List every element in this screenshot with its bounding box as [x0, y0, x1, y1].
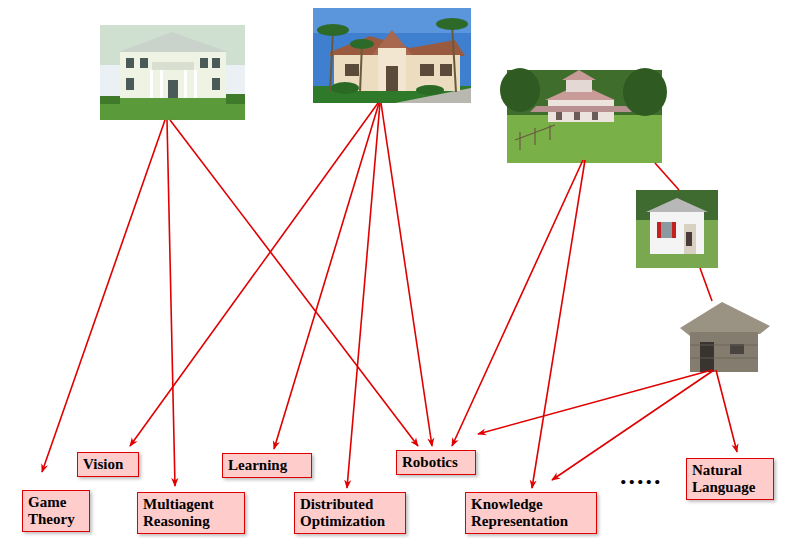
topic-label: Vision	[83, 456, 133, 473]
topic-box: Robotics	[396, 450, 476, 475]
topic-box: Game Theory	[22, 490, 90, 532]
topic-box: Learning	[222, 453, 312, 478]
connector-line	[655, 163, 712, 301]
arrow	[42, 103, 737, 488]
topic-label: Distributed Optimization	[300, 496, 400, 530]
ellipsis-mark: .....	[620, 466, 663, 486]
house-photo	[100, 25, 245, 120]
topic-box: Natural Language	[686, 458, 774, 500]
topic-label: Learning	[228, 457, 306, 474]
house-photo	[680, 302, 770, 372]
topic-box: Vision	[77, 452, 139, 477]
topic-box: Multiagent Reasoning	[137, 492, 245, 534]
topic-box: Knowledge Representation	[465, 492, 597, 534]
house-photo	[500, 68, 667, 163]
topic-label: Natural Language	[692, 462, 768, 496]
topic-label: Multiagent Reasoning	[143, 496, 239, 530]
topic-box: Distributed Optimization	[294, 492, 406, 534]
house-photo	[636, 190, 718, 268]
house-photo	[313, 8, 471, 103]
topic-label: Game Theory	[28, 494, 84, 528]
topic-label: Robotics	[402, 454, 470, 471]
topic-label: Knowledge Representation	[471, 496, 591, 530]
